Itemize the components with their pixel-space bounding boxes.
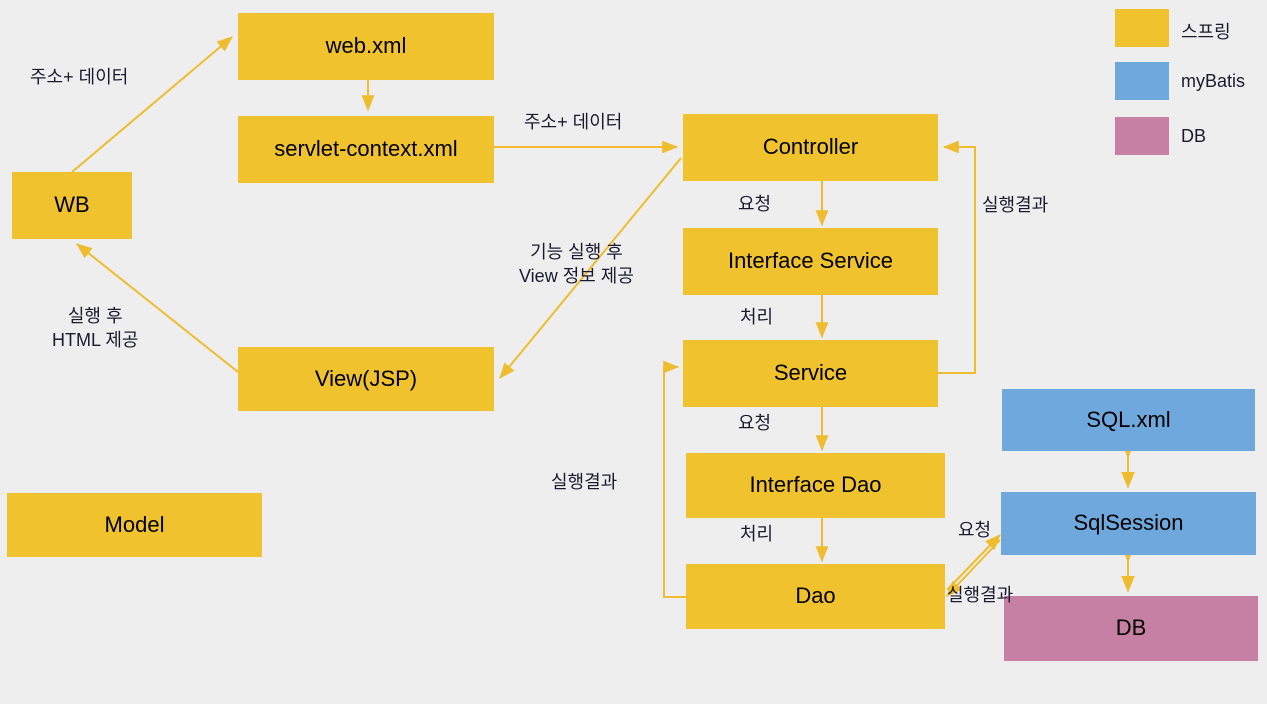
edge-label-servlet-to-controller: 주소+ 데이터 <box>524 112 623 132</box>
node-model[interactable]: Model <box>7 493 262 557</box>
node-web-xml[interactable]: web.xml <box>238 13 494 80</box>
edge-dao-to-sqlsession <box>946 534 1001 591</box>
node-service-label: Service <box>773 360 848 386</box>
node-sql-xml-label: SQL.xml <box>1086 406 1171 432</box>
node-controller-label: Controller <box>762 134 859 160</box>
node-web-xml-label: web.xml <box>325 33 407 59</box>
node-wb[interactable]: WB <box>12 172 132 239</box>
legend-label-mybatis: myBatis <box>1181 71 1246 91</box>
node-interface-dao-label: Interface Dao <box>749 472 882 498</box>
node-dao[interactable]: Dao <box>686 564 945 629</box>
edge-label-service-to-controller: 실행결과 <box>982 195 1049 215</box>
node-sql-session[interactable]: SqlSession <box>1001 492 1256 555</box>
edge-label-controller-to-iservice: 요청 <box>738 194 772 214</box>
node-db-label: DB <box>1115 615 1147 641</box>
edge-label-wb-to-web: 주소+ 데이터 <box>30 67 129 87</box>
node-view-jsp[interactable]: View(JSP) <box>238 347 494 411</box>
edge-label-idao-to-dao: 처리 <box>740 524 774 544</box>
legend-swatch-spring <box>1115 9 1169 47</box>
legend-label-db: DB <box>1181 126 1207 146</box>
edge-label-iservice-to-service: 처리 <box>740 307 774 327</box>
node-interface-dao[interactable]: Interface Dao <box>686 453 945 518</box>
node-sql-xml[interactable]: SQL.xml <box>1002 389 1255 451</box>
edge-label-sqlsession-to-dao: 실행결과 <box>947 585 1014 605</box>
node-servlet-context-xml-label: servlet-context.xml <box>274 136 458 162</box>
node-sql-session-label: SqlSession <box>1073 510 1184 536</box>
edge-label-controller-to-view: 기능 실행 후 View 정보 제공 <box>519 242 634 287</box>
edge-wb-to-webxml <box>71 36 233 173</box>
edge-label-service-to-idao: 요청 <box>738 413 772 433</box>
node-model-label: Model <box>104 511 165 537</box>
node-view-jsp-label: View(JSP) <box>314 365 418 391</box>
legend-label-spring: 스프링 <box>1181 22 1231 42</box>
node-interface-service[interactable]: Interface Service <box>683 228 938 295</box>
node-servlet-context-xml[interactable]: servlet-context.xml <box>238 116 494 183</box>
node-dao-label: Dao <box>795 583 836 609</box>
node-interface-service-label: Interface Service <box>727 248 894 274</box>
edge-service-to-controller <box>938 140 976 374</box>
node-db[interactable]: DB <box>1004 596 1258 661</box>
edge-label-dao-to-service: 실행결과 <box>551 472 618 492</box>
node-wb-label: WB <box>54 192 90 218</box>
node-service[interactable]: Service <box>683 340 938 407</box>
legend-swatch-db <box>1115 117 1169 155</box>
edge-label-view-to-wb: 실행 후 HTML 제공 <box>52 306 139 351</box>
edge-label-dao-to-sqlsession: 요청 <box>958 520 992 540</box>
legend-swatch-mybatis <box>1115 62 1169 100</box>
node-controller[interactable]: Controller <box>683 114 938 181</box>
